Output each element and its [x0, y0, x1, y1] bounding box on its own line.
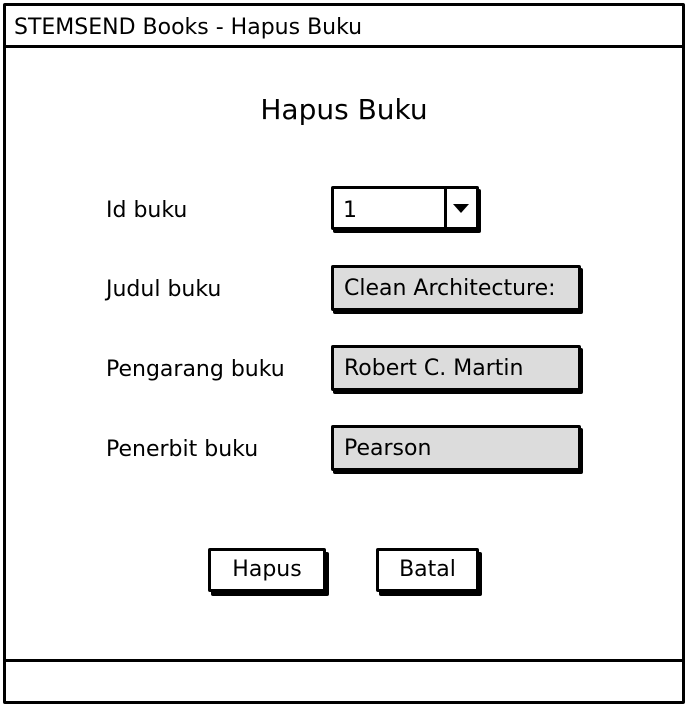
hapus-button[interactable]: Hapus: [208, 548, 326, 592]
window-title: STEMSEND Books - Hapus Buku: [14, 15, 363, 40]
id-buku-selected-value: 1: [343, 198, 357, 223]
pengarang-buku-label: Pengarang buku: [106, 357, 285, 382]
page-title: Hapus Buku: [260, 93, 428, 126]
batal-button[interactable]: Batal: [376, 548, 479, 592]
title-bar: STEMSEND Books - Hapus Buku: [6, 6, 682, 48]
id-buku-select[interactable]: 1: [331, 186, 479, 230]
chevron-down-icon[interactable]: [444, 189, 476, 227]
pengarang-buku-field: Robert C. Martin: [331, 345, 581, 391]
judul-buku-label: Judul buku: [106, 277, 222, 302]
penerbit-buku-label: Penerbit buku: [106, 437, 259, 462]
id-buku-label: Id buku: [106, 198, 188, 223]
judul-buku-field: Clean Architecture:: [331, 265, 581, 311]
app-window: STEMSEND Books - Hapus Buku Hapus Buku I…: [3, 3, 685, 704]
status-bar: [6, 659, 682, 701]
penerbit-buku-field: Pearson: [331, 425, 581, 471]
